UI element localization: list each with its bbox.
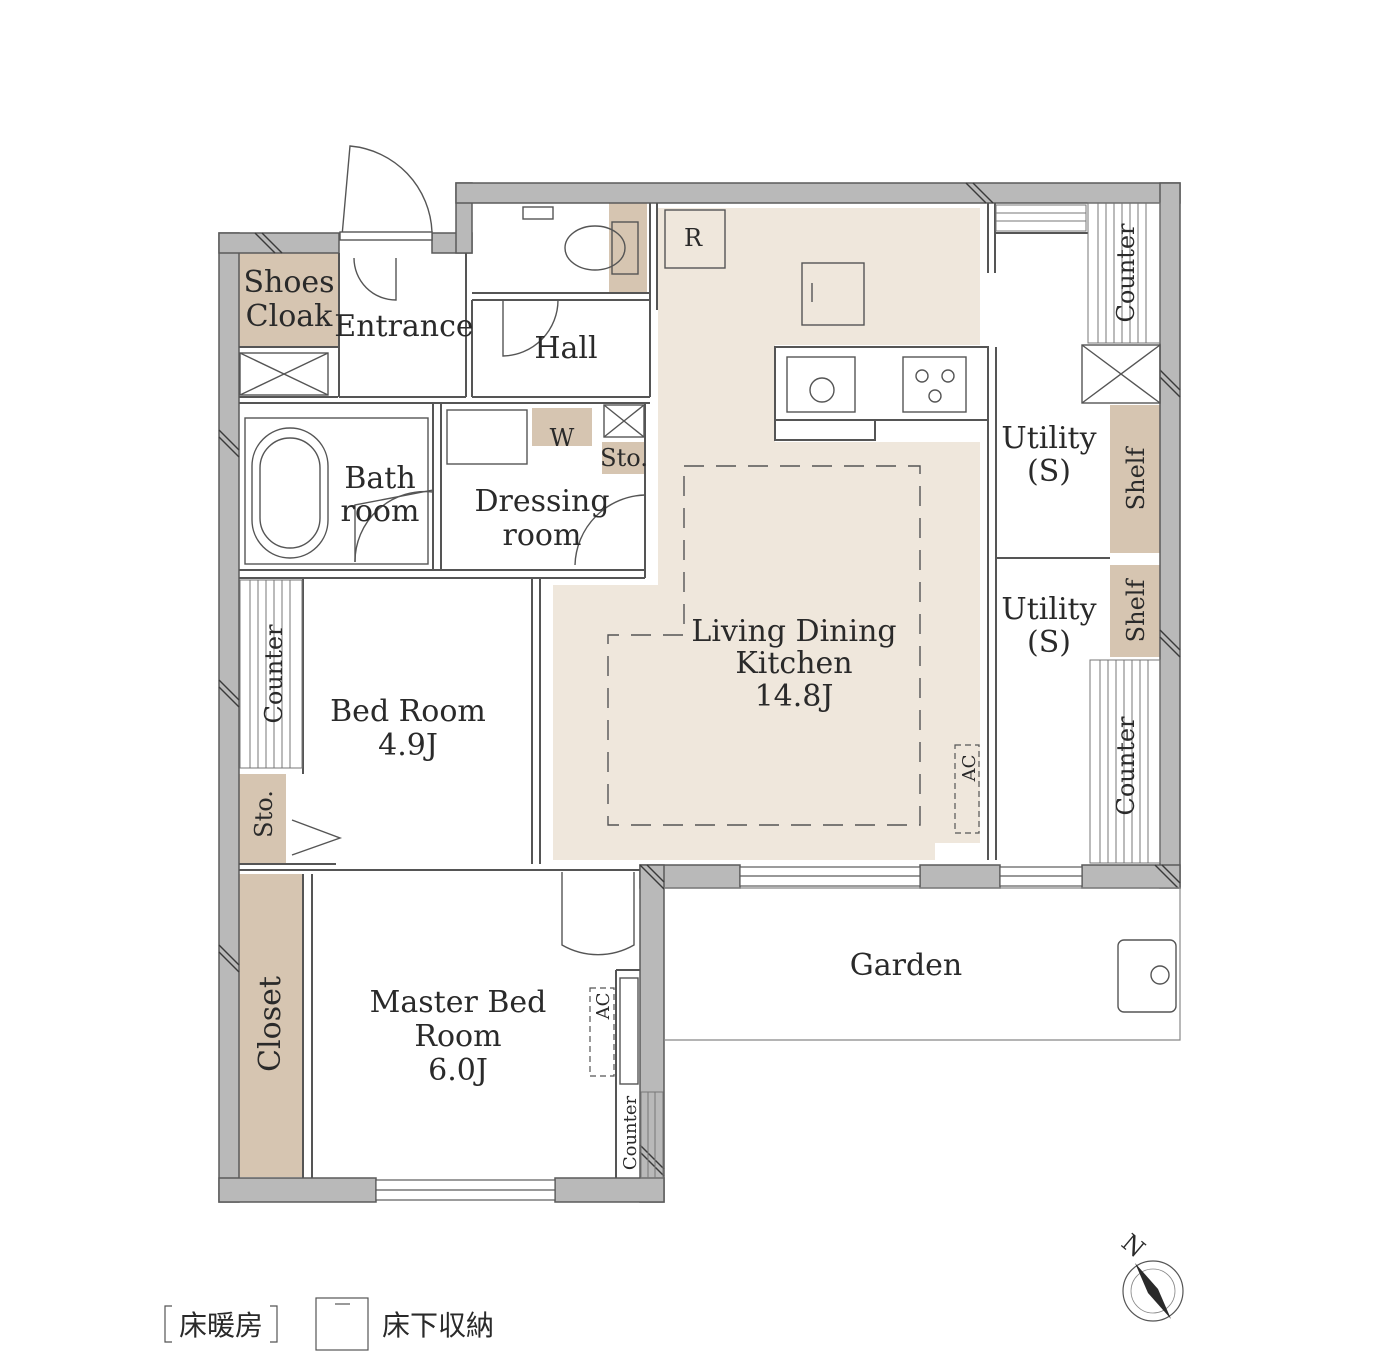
ldk-dashed-outline	[607, 465, 921, 826]
floor-heating-area	[553, 208, 980, 860]
bed-storage-label: Sto.	[250, 790, 278, 838]
utility-upper-label-2: (S)	[1027, 454, 1071, 489]
compass-needle-icon	[1135, 1263, 1171, 1319]
shelf-upper-block	[1110, 405, 1160, 553]
shoes-cloak-block	[239, 253, 338, 347]
wall-accent-lines	[218, 182, 1181, 1177]
legend: 床暖房 床下収納	[164, 1297, 494, 1351]
bath-label-1: Bath	[344, 461, 415, 496]
room-labels: Shoes Cloak Entrance Hall R W Sto. Bath …	[243, 223, 1150, 1170]
utility-lower-label-1: Utility	[1001, 592, 1096, 627]
closet-label: Closet	[253, 976, 288, 1072]
ldk-label-1: Living Dining	[691, 614, 896, 649]
washer-label: W	[550, 424, 575, 452]
bed-storage-block	[239, 774, 286, 864]
doors	[291, 145, 646, 956]
entrance-label: Entrance	[334, 309, 473, 344]
utility-upper-label-1: Utility	[1001, 421, 1096, 456]
ac-units	[589, 744, 980, 1077]
utility-lower-label-2: (S)	[1027, 625, 1071, 660]
washer-block	[532, 408, 592, 446]
dressing-label-2: room	[503, 518, 582, 553]
hall-label: Hall	[534, 331, 597, 366]
master-bed-label-2: Room	[414, 1019, 501, 1054]
refrigerator-label: R	[684, 224, 703, 252]
bed-room-size: 4.9J	[378, 728, 438, 763]
master-bed-size: 6.0J	[428, 1053, 488, 1088]
ac-master-label: AC	[593, 993, 614, 1021]
windows	[375, 866, 1083, 1201]
outer-walls	[218, 182, 1181, 1203]
dressing-storage-block	[602, 442, 645, 474]
storage-blocks	[239, 203, 1160, 1177]
ac-ldk-label: AC	[959, 755, 980, 783]
legend-floor-heating: 床暖房	[164, 1305, 278, 1343]
compass-ring	[1122, 1260, 1184, 1322]
dressing-label-1: Dressing	[474, 484, 609, 519]
counter-left-label: Counter	[260, 624, 288, 724]
legend-underfloor-storage: 床下収納	[315, 1297, 494, 1351]
bed-room-label: Bed Room	[330, 694, 486, 729]
legend-floor-heating-label: 床暖房	[179, 1309, 263, 1342]
ldk-size: 14.8J	[755, 679, 834, 714]
striped-counters	[239, 202, 1161, 1179]
shelf-upper-label: Shelf	[1122, 446, 1150, 511]
closet-block	[239, 874, 302, 1177]
toilet-tank-block	[609, 203, 647, 293]
garden-area	[664, 887, 1181, 1041]
underfloor-storage-icon	[315, 1297, 369, 1351]
compass: N	[1116, 1228, 1184, 1322]
master-bed-label-1: Master Bed	[370, 985, 547, 1020]
counter-master-label: Counter	[620, 1095, 641, 1170]
shoes-cloak-label-1: Shoes	[243, 265, 334, 300]
counter-lower-right-label: Counter	[1112, 716, 1140, 816]
dressing-storage-label: Sto.	[600, 444, 648, 472]
fixtures	[244, 206, 1177, 1085]
shelf-lower-label: Shelf	[1122, 578, 1150, 643]
shelf-lower-block	[1110, 565, 1160, 657]
compass-north-label: N	[1116, 1228, 1150, 1263]
bath-label-2: room	[341, 494, 420, 529]
legend-underfloor-storage-label: 床下収納	[382, 1309, 494, 1342]
garden-label: Garden	[850, 948, 962, 983]
ldk-label-2: Kitchen	[735, 646, 852, 681]
shoes-cloak-label-2: Cloak	[246, 299, 333, 334]
interior-walls	[239, 203, 1110, 1178]
counter-top-right-label: Counter	[1112, 223, 1140, 323]
x-storage-boxes	[239, 344, 1161, 438]
